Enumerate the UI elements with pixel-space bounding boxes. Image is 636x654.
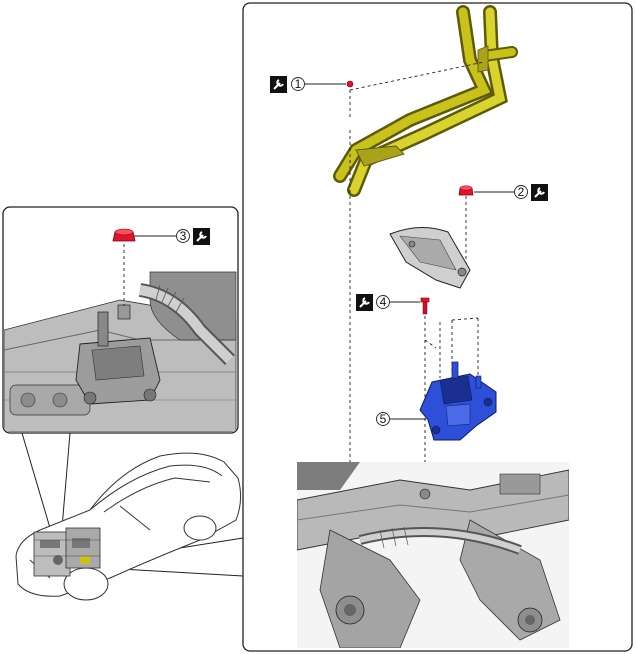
callout-2: 2	[514, 185, 528, 199]
coolant-hose-assembly	[333, 5, 518, 197]
callout-5: 5	[376, 412, 390, 426]
mount-bolt-fastener	[420, 297, 430, 315]
svg-text:5: 5	[380, 412, 387, 426]
torque-wrench-icon	[356, 294, 373, 311]
svg-text:3: 3	[180, 229, 187, 243]
svg-text:1: 1	[295, 77, 302, 91]
mount-bracket	[389, 227, 471, 289]
vehicle-outline	[15, 452, 242, 601]
callout-1: 1	[291, 77, 305, 91]
subframe-assembly	[297, 462, 569, 648]
torque-wrench-icon	[193, 228, 210, 245]
engine-mount	[419, 361, 497, 441]
hose-bracket-bolt-fastener	[346, 80, 354, 88]
callout-4: 4	[376, 295, 390, 309]
callout-3: 3	[176, 229, 190, 243]
vehicle-engine-bay	[33, 527, 101, 577]
torque-wrench-icon	[531, 184, 548, 201]
svg-text:2: 2	[518, 185, 525, 199]
bracket-nut-fastener	[458, 185, 474, 196]
svg-text:4: 4	[380, 295, 387, 309]
inset-subframe-detail	[4, 244, 237, 432]
mount-nut-fastener	[112, 228, 136, 242]
torque-wrench-icon	[270, 76, 287, 93]
